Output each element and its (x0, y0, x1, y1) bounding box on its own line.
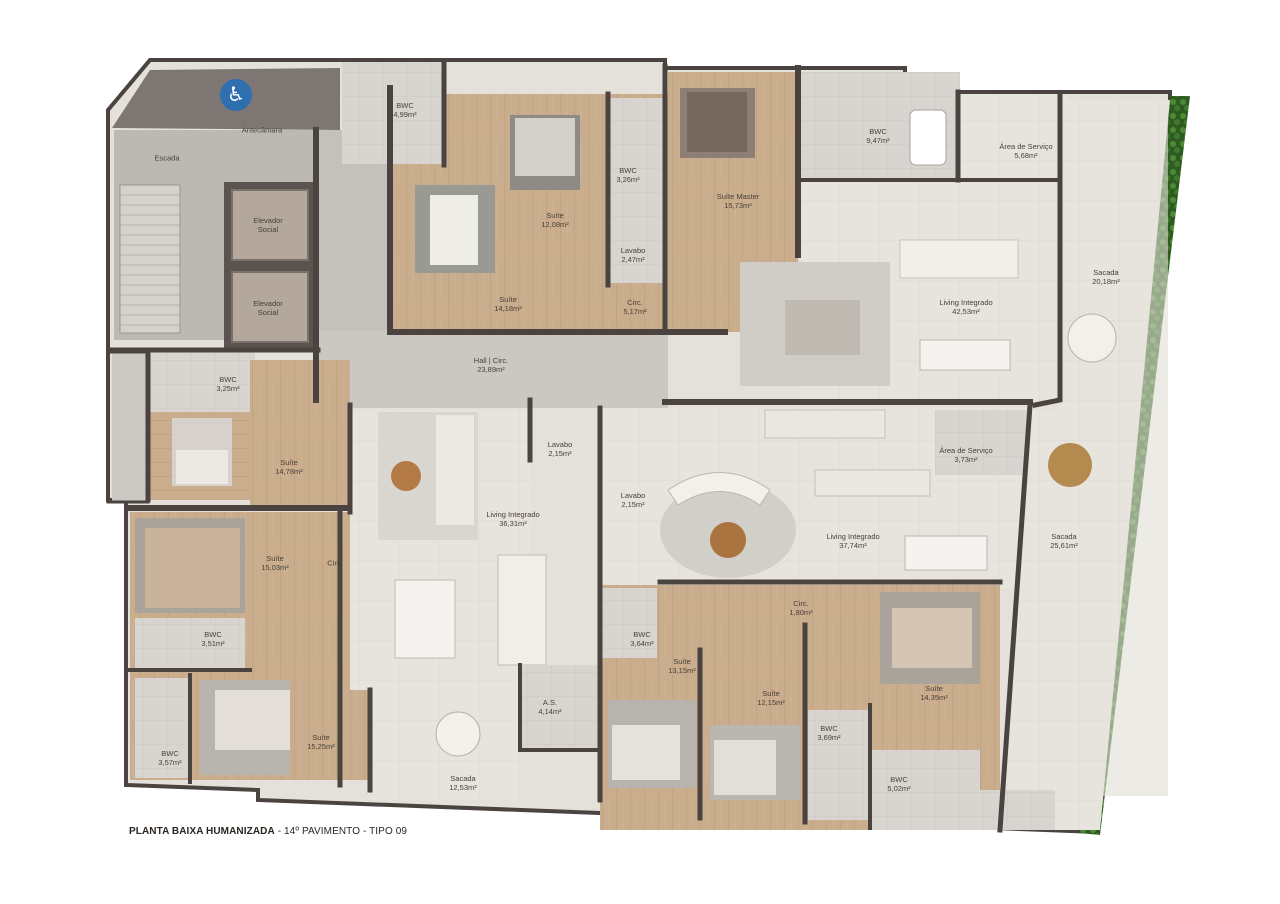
balcony-left-edge (106, 350, 150, 504)
plan-caption: PLANTA BAIXA HUMANIZADA - 14º PAVIMENTO … (129, 826, 407, 837)
hall-area (318, 130, 668, 408)
caption-title: PLANTA BAIXA HUMANIZADA (129, 826, 275, 837)
apartment-left (112, 352, 375, 780)
living-right (600, 408, 1030, 588)
apartment-bottom-right (600, 585, 1055, 830)
living-center (350, 410, 598, 800)
apartment-top-right (740, 72, 1170, 830)
wheelchair-icon: ♿ (220, 79, 252, 111)
caption-subtitle: - 14º PAVIMENTO - TIPO 09 (274, 826, 408, 837)
apartment-top-left (342, 62, 798, 332)
walls (107, 61, 1063, 833)
core-area (112, 68, 384, 348)
